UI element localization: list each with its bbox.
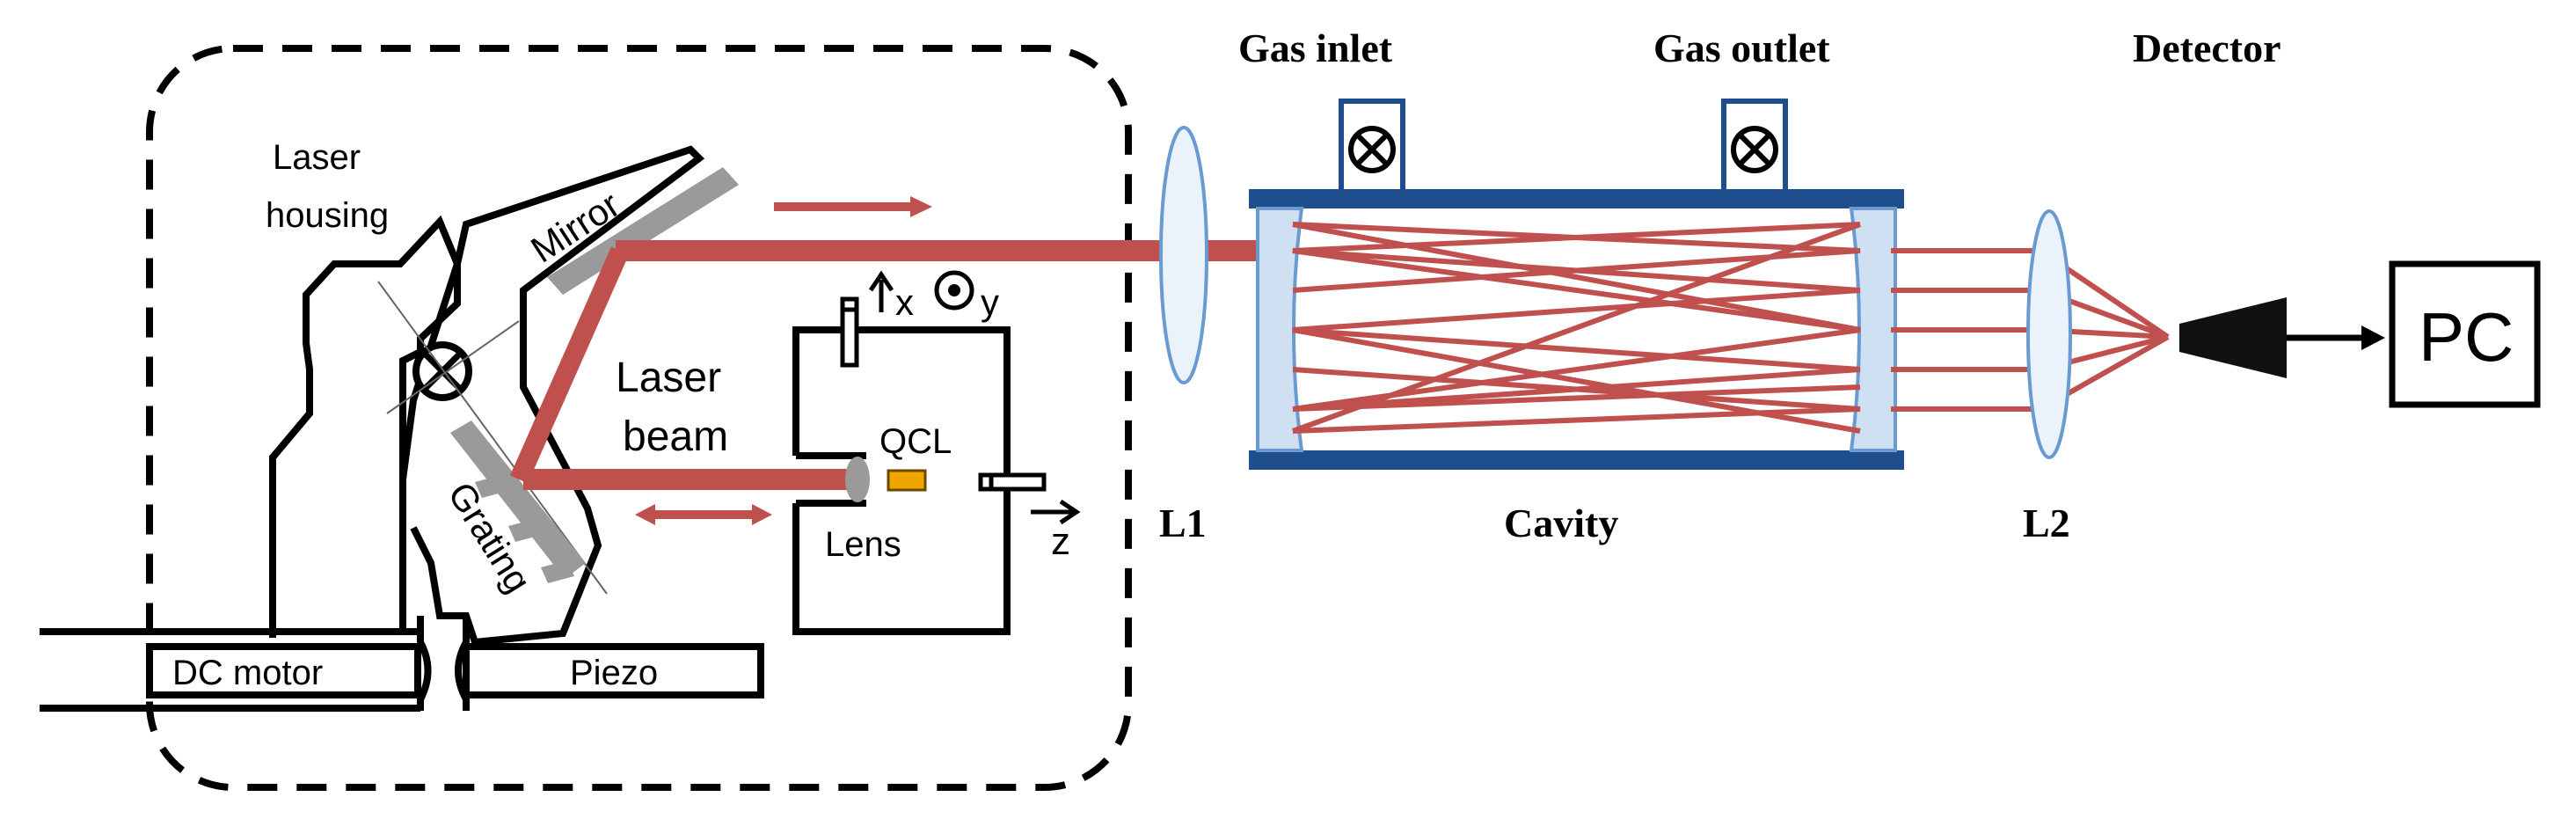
bidirectional-arrow [635, 504, 772, 525]
qcl-chip [887, 469, 927, 492]
pivot-guide-line [377, 281, 608, 595]
l2-lens [2026, 209, 2072, 459]
axis-y-icon [934, 270, 974, 311]
axis-z-arrow [1031, 499, 1081, 525]
grating-arm [399, 145, 705, 647]
detector-cone-icon [2179, 297, 2287, 378]
gas-inlet-valve [1339, 99, 1405, 201]
gas-outlet-valve [1721, 99, 1788, 201]
gas-inlet-label: Gas inlet [1238, 26, 1393, 70]
detector-to-pc-arrow [2287, 325, 2385, 350]
pivot-guide-line [386, 320, 520, 414]
cavity-label: Cavity [1504, 501, 1618, 545]
lens-label: Lens [825, 525, 901, 564]
laser-beam-label: beam [623, 413, 728, 460]
pc-box [2389, 260, 2541, 408]
laser-beam-label: Laser [616, 355, 721, 401]
pivot-icon [412, 341, 472, 401]
base-rails [40, 628, 420, 712]
mirror [547, 167, 739, 295]
cavity-multipass-beams [1291, 222, 1862, 434]
axis-z-label: z [1051, 520, 1070, 563]
lens-element [845, 457, 870, 502]
flexure-hinge [417, 616, 470, 711]
axis-y-label: y [981, 282, 999, 323]
laser-housing-label: Laser [273, 138, 361, 177]
grating [450, 420, 586, 583]
gas-outlet-label: Gas outlet [1653, 26, 1830, 70]
laser-housing-enclosure [146, 45, 1132, 791]
dc-motor-label: DC motor [172, 654, 323, 692]
axis-x-arrow [868, 270, 894, 312]
piezo [463, 643, 764, 698]
x-adjust-screw [840, 296, 859, 368]
axis-x-label: x [895, 282, 914, 323]
z-adjust-screw [978, 472, 1047, 492]
beam-direction-arrow [774, 196, 932, 217]
housing-mount [269, 215, 461, 638]
l2-label: L2 [2023, 501, 2070, 545]
l1-label: L1 [1159, 501, 1207, 545]
detector-label: Detector [2133, 26, 2281, 70]
cavity [1249, 189, 1904, 470]
l1-lens [1159, 126, 1208, 384]
piezo-label: Piezo [570, 654, 658, 692]
pc-label: PC [2419, 298, 2514, 376]
dc-motor [146, 643, 421, 698]
laser-housing-label: housing [266, 196, 389, 235]
qcl-label: QCL [879, 422, 952, 461]
